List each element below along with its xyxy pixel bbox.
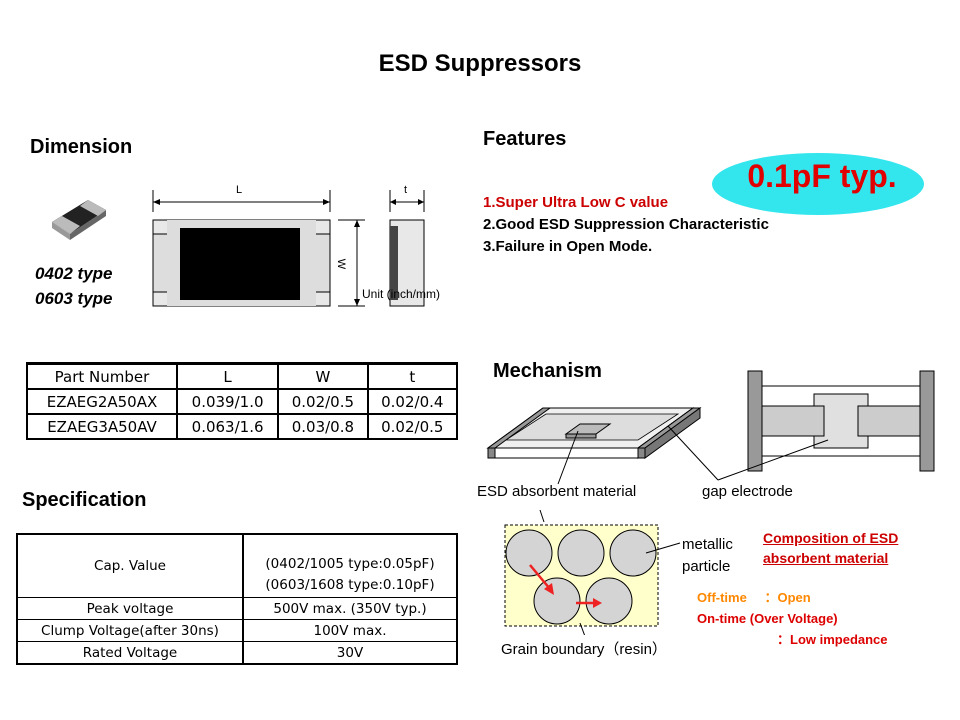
spec-row: Cap. Value (0402/1005 type:0.05pF) (0603… xyxy=(16,533,458,598)
label-metallic: metallic xyxy=(682,536,733,553)
chip-types: 0402 type 0603 type xyxy=(35,261,113,311)
highlight-bubble xyxy=(712,153,924,215)
spec-label-clump: Clump Voltage(after 30ns) xyxy=(16,619,244,642)
particle-diagram xyxy=(504,509,681,635)
ontime-value: ：Low impedance xyxy=(777,632,888,647)
dimension-heading: Dimension xyxy=(30,136,133,158)
composition-line-2: absorbent material xyxy=(763,550,889,566)
dimension-diagram xyxy=(152,190,425,307)
table-cell: EZAEG2A50AX xyxy=(26,388,178,415)
spec-label-rated: Rated Voltage xyxy=(16,641,244,665)
mechanism-diagram xyxy=(486,370,935,485)
part-number-table: Part Number L W t EZAEG2A50AX 0.039/1.0 … xyxy=(26,362,459,440)
specification-heading: Specification xyxy=(22,489,147,511)
table-cell: 0.039/1.0 xyxy=(175,388,280,415)
label-particle: particle xyxy=(682,558,731,575)
table-cell: 0.02/0.4 xyxy=(366,388,459,415)
features-list: 1.Super Ultra Low C value 2.Good ESD Sup… xyxy=(483,192,769,258)
type-0603: 0603 type xyxy=(35,289,113,308)
type-0402: 0402 type xyxy=(35,264,113,283)
dim-label-l: L xyxy=(236,184,243,196)
ontime-cond: (Over Voltage) xyxy=(749,611,838,626)
ontime-label: On-time xyxy=(697,611,747,626)
features-heading: Features xyxy=(483,128,567,150)
table-cell: 0.02/0.5 xyxy=(277,388,369,415)
spec-label-peak: Peak voltage xyxy=(16,597,244,620)
feature-item-2: 2.Good ESD Suppression Characteristic xyxy=(483,216,769,233)
page-title: ESD Suppressors xyxy=(378,50,582,77)
unit-label: Unit (inch/mm) xyxy=(362,287,441,301)
spec-row: Peak voltage 500V max. (350V typ.) xyxy=(16,597,458,620)
operation-modes: Off-time ：Open On-time (Over Voltage) ：L… xyxy=(697,587,947,650)
spec-row: Rated Voltage 30V xyxy=(16,641,458,665)
table-row: EZAEG2A50AX 0.039/1.0 0.02/0.5 0.02/0.4 xyxy=(26,388,459,415)
ontime-row: On-time (Over Voltage) xyxy=(697,608,947,629)
spec-value-peak: 500V max. (350V typ.) xyxy=(242,597,458,620)
table-cell: 0.063/1.6 xyxy=(175,413,280,440)
spec-label-cap: Cap. Value xyxy=(16,533,244,598)
offtime-value: ：Open xyxy=(764,590,811,605)
header-l: L xyxy=(175,362,280,390)
highlight-text: 0.1pF typ. xyxy=(747,158,897,194)
chip-image xyxy=(52,200,106,240)
offtime-label: Off-time xyxy=(697,590,747,605)
spec-value-clump: 100V max. xyxy=(242,619,458,642)
offtime-row: Off-time ：Open xyxy=(697,587,947,608)
dim-label-w: W xyxy=(335,258,348,270)
table-row: EZAEG3A50AV 0.063/1.6 0.03/0.8 0.02/0.5 xyxy=(26,413,459,440)
label-gap-electrode: gap electrode xyxy=(702,483,793,500)
feature-item-3: 3.Failure in Open Mode. xyxy=(483,238,653,255)
spec-value-cap-0603: (0603/1608 type:0.10pF) xyxy=(265,577,435,593)
table-cell: 0.02/0.5 xyxy=(366,413,459,440)
header-w: W xyxy=(277,362,369,390)
feature-item-1: 1.Super Ultra Low C value xyxy=(483,194,669,211)
label-grain-boundary: Grain boundary（resin） xyxy=(501,641,667,658)
table-cell: EZAEG3A50AV xyxy=(26,413,178,440)
spec-value-cap: (0402/1005 type:0.05pF) (0603/1608 type:… xyxy=(242,533,458,598)
table-header-row: Part Number L W t xyxy=(26,362,459,390)
composition-title: Composition of ESD absorbent material xyxy=(763,528,898,568)
label-metallic-particle: metallic particle xyxy=(682,534,733,578)
header-t: t xyxy=(366,362,459,390)
spec-value-cap-0402: (0402/1005 type:0.05pF) xyxy=(265,556,435,572)
label-esd-material: ESD absorbent material xyxy=(477,483,637,500)
dim-label-t: t xyxy=(404,184,408,196)
spec-row: Clump Voltage(after 30ns) 100V max. xyxy=(16,619,458,642)
table-cell: 0.03/0.8 xyxy=(277,413,369,440)
spec-value-rated: 30V xyxy=(242,641,458,665)
composition-line-1: Composition of ESD xyxy=(763,530,899,546)
header-part-number: Part Number xyxy=(26,362,178,390)
mechanism-heading: Mechanism xyxy=(493,360,602,382)
specification-table: Cap. Value (0402/1005 type:0.05pF) (0603… xyxy=(16,533,458,665)
